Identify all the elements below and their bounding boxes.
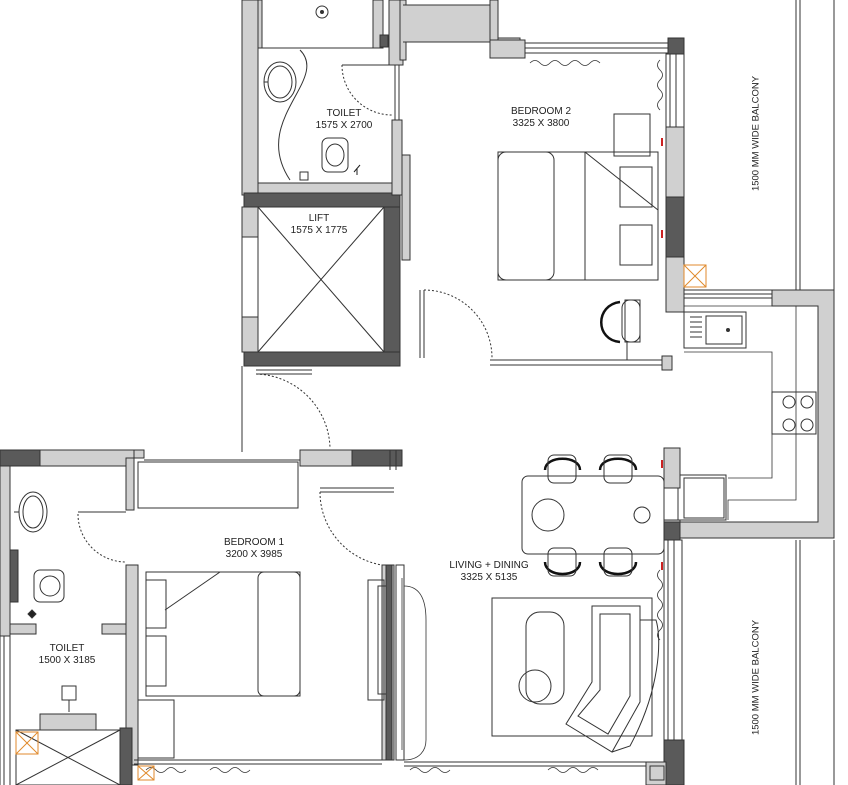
entry-corridor bbox=[241, 366, 331, 452]
bedroom2-label: BEDROOM 2 3325 X 3800 bbox=[511, 106, 571, 130]
toilet-bottom-size: 1500 X 3185 bbox=[38, 655, 96, 666]
balcony-rail-bottom bbox=[795, 540, 835, 785]
bedroom2-name: BEDROOM 2 bbox=[510, 106, 572, 117]
toilet-top-name: TOILET bbox=[326, 108, 362, 119]
toilet-bottom-room bbox=[0, 465, 133, 785]
toilet-top-size: 1575 X 2700 bbox=[315, 120, 373, 131]
balcony-rail-top bbox=[795, 0, 835, 290]
living-dining-room bbox=[404, 454, 685, 785]
bedroom1-name: BEDROOM 1 bbox=[223, 537, 285, 548]
toilet-bottom-label: TOILET 1500 X 3185 bbox=[39, 643, 96, 667]
bedroom1-room bbox=[0, 449, 427, 781]
living-label: LIVING + DINING 3325 X 5135 bbox=[449, 560, 528, 584]
kitchen-area bbox=[661, 289, 835, 570]
balcony-bottom-label: 1500 MM WIDE BALCONY bbox=[750, 619, 762, 736]
lift-label: LIFT 1575 X 1775 bbox=[291, 213, 348, 237]
bedroom1-size: 3200 X 3985 bbox=[225, 549, 283, 560]
lift-size: 1575 X 1775 bbox=[290, 225, 348, 236]
lift-name: LIFT bbox=[308, 213, 330, 224]
bedroom1-label: BEDROOM 1 3200 X 3985 bbox=[224, 537, 284, 561]
toilet-bottom-name: TOILET bbox=[49, 643, 85, 654]
bedroom2-size: 3325 X 3800 bbox=[512, 118, 570, 129]
living-size: 3325 X 5135 bbox=[460, 572, 518, 583]
living-name: LIVING + DINING bbox=[449, 560, 529, 571]
toilet-top-label: TOILET 1575 X 2700 bbox=[316, 108, 373, 132]
balcony-top-label: 1500 MM WIDE BALCONY bbox=[750, 75, 762, 192]
bedroom2-room bbox=[399, 0, 707, 371]
lift-shaft bbox=[241, 154, 411, 367]
toilet-top-room bbox=[241, 0, 404, 208]
